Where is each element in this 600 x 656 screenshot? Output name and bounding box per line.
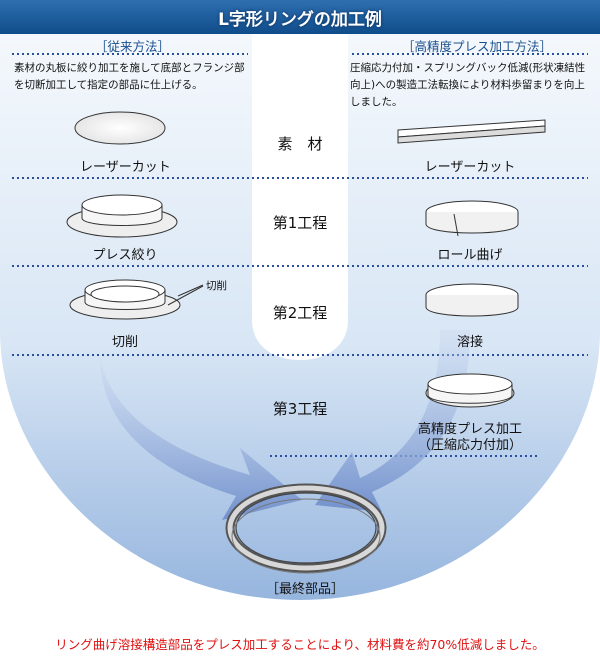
left-label-material: レーザーカット (80, 160, 171, 175)
left-drawn-cup (66, 194, 178, 238)
step-3: 第3工程 (272, 400, 328, 418)
left-arrow (100, 355, 302, 520)
left-description: 素材の丸板に絞り加工を施して底部とフランジ部を切断加工して指定の部品に仕上げる。 (14, 62, 245, 91)
page-title: L字形リングの加工例 (218, 9, 382, 30)
right-label-step2: 溶接 (456, 335, 483, 350)
step-material: 素 材 (277, 135, 323, 153)
right-strip (397, 119, 546, 144)
title-bar: L字形リングの加工例 (0, 0, 600, 34)
right-arrow (315, 330, 470, 512)
right-label-step1: ロール曲げ (437, 248, 503, 263)
right-welded-ring (425, 283, 519, 317)
left-cut-note: 切削 (206, 280, 227, 292)
right-pressed-ring (425, 373, 515, 408)
right-label-step3-line2: （圧縮応力付加） (417, 438, 522, 453)
step-2: 第2工程 (272, 304, 328, 322)
right-label-step3-line1: 高精度プレス加工 (417, 422, 522, 437)
left-disc (74, 111, 166, 145)
left-cut-ring (69, 279, 204, 320)
right-heading: ［高精度プレス加工方法］ (402, 39, 553, 54)
step-1: 第1工程 (272, 214, 328, 232)
left-label-step2: 切削 (111, 335, 138, 350)
center-column (252, 34, 348, 360)
dotted-separators (12, 53, 588, 457)
right-rolled-ring (425, 200, 519, 237)
left-heading: ［従来方法］ (95, 39, 171, 54)
right-label-material: レーザーカット (424, 160, 516, 175)
left-label-step1: プレス絞り (92, 248, 158, 263)
final-part-label: ［最終部品］ (265, 582, 344, 597)
footer-note: リング曲げ溶接構造部品をプレス加工することにより、材料費を約70%低減しました。 (55, 637, 545, 652)
right-description: 圧縮応力付加・スプリングバック低減(形状凍結性向上)への製造工法転換により材料歩… (350, 62, 586, 108)
final-ring (225, 483, 387, 574)
